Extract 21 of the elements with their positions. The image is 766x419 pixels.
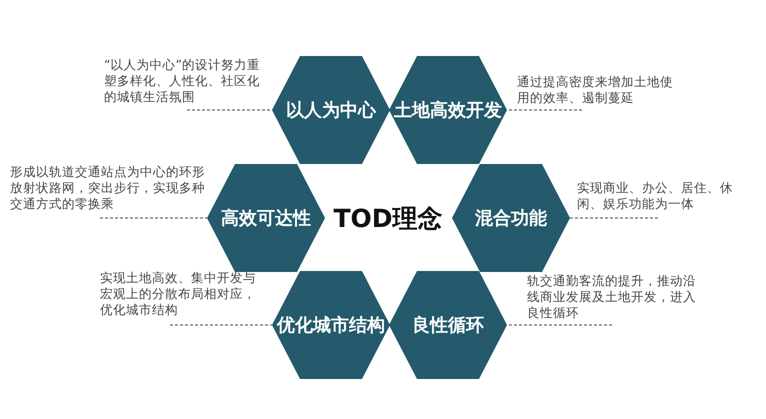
hexagon [389,271,507,379]
hexagon [207,164,325,272]
description-text: 实现商业、办公、居住、休闲、娱乐功能为一体 [577,180,745,212]
description-text: 通过提高密度来增加土地使用的效率、遏制蔓延 [517,74,682,106]
hexagon-label: 优化城市结构 [277,314,385,337]
leader-line [506,324,612,326]
description-text: 轨交通勤客流的提升，推动沿线商业发展及土地开发，进入良性循环 [527,273,701,321]
hexagon [452,164,570,272]
center-title: TOD理念 [334,202,443,234]
description-text: 形成以轨道交通站点为中心的环形放射状路网，突出步行，实现多种交通方式的零换乘 [10,164,208,212]
description-text: “以人为中心”的设计努力重塑多样化、人性化、社区化的城镇生活氛围 [104,57,268,105]
hexagon [389,56,507,164]
hexagon-label: 高效可达性 [221,207,311,230]
leader-line [170,324,272,326]
hexagon-label: 以人为中心 [286,99,376,122]
description-text: 实现土地高效、集中开发与宏观上的分散布局相对应，优化城市结构 [100,270,262,318]
hexagon [272,56,390,164]
hexagon-label: 混合功能 [475,207,547,230]
hexagon [272,271,390,379]
hexagon-label: 良性循环 [412,314,484,337]
hexagon-label: 土地高效开发 [394,99,502,122]
